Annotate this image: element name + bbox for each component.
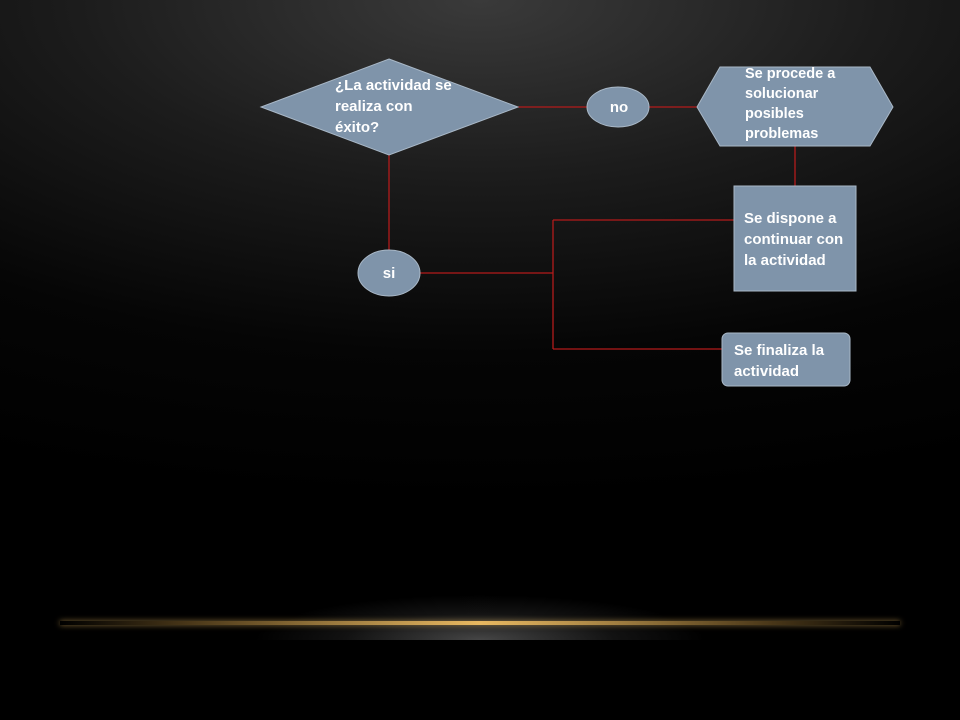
si-ellipse — [357, 249, 421, 297]
si-label: si — [382, 265, 396, 282]
no-ellipse — [586, 86, 650, 128]
finish-text: Se finaliza la actividad — [734, 342, 825, 380]
solve-text: Se procede a solucionar posibles problem… — [745, 66, 836, 142]
finish-box — [721, 332, 851, 387]
continue-text: Se dispone a continuar con la actividad — [744, 210, 844, 269]
continue-box — [733, 185, 857, 292]
floor-line — [60, 621, 900, 625]
connectors — [388, 106, 796, 350]
no-label: no — [609, 99, 629, 116]
decision-text: ¿La actividad se realiza con éxito? — [335, 77, 452, 136]
solve-hexagon — [696, 66, 894, 147]
decision-diamond — [259, 58, 520, 156]
